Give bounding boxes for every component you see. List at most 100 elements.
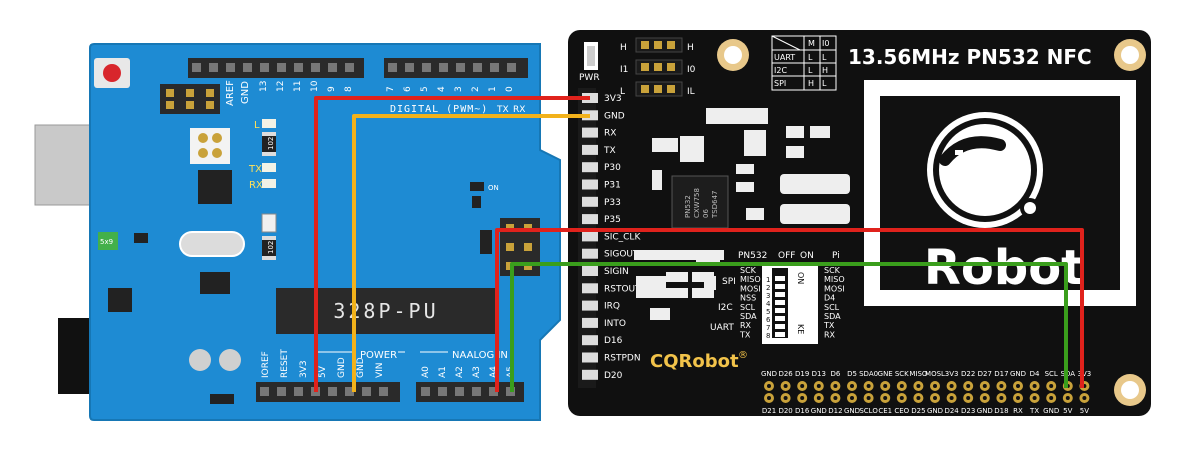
wire-3v3 (314, 96, 590, 392)
gpio-bottom-label: D18 (994, 407, 1008, 415)
gpio-bottom-label: GND (977, 407, 993, 415)
dip-number: 3 (766, 292, 770, 300)
dip-number: 6 (766, 316, 771, 324)
digital-pin-label: 3 (454, 86, 464, 92)
digital-pin-label: 10 (310, 80, 320, 92)
gpio-bottom-label: D12 (828, 407, 842, 415)
led-l (262, 119, 276, 128)
wire-sda (510, 262, 1068, 392)
wire-scl (495, 228, 1084, 392)
digital-pin-label: 5 (420, 86, 430, 92)
dip-toggle[interactable] (775, 324, 785, 329)
digital-pin-label: 12 (276, 81, 286, 92)
mid-left-pin-label: SDA (740, 312, 757, 321)
digital-pwm-label: DIGITAL (PWM~) (390, 104, 488, 115)
nfc-left-pin-label: D20 (604, 371, 623, 381)
jumper-pin (667, 41, 675, 49)
power-pin-label: 5V (318, 365, 328, 378)
dip-ke-label: KE (796, 324, 805, 334)
aref-label: AREF (225, 80, 236, 106)
gpio-bottom-label: D24 (944, 407, 959, 415)
capacitor-1 (189, 349, 211, 371)
nfc-left-pin (582, 369, 598, 380)
gpio-top-label: D27 (978, 370, 992, 378)
dip-toggle[interactable] (775, 292, 785, 297)
mode-table-cell: L (808, 66, 813, 75)
nfc-left-pin (582, 179, 598, 190)
nfc-left-pin-label: SIGOUT (604, 250, 639, 260)
mid-left-pin-label: MOSI (740, 284, 761, 293)
gpio-top-label: D19 (795, 370, 809, 378)
led-rx (262, 179, 276, 188)
dip-toggle[interactable] (775, 316, 785, 321)
gpio-bottom-label: D21 (762, 407, 776, 415)
header-hole (489, 387, 498, 396)
mode-table-cell: I2C (774, 66, 787, 75)
diode-2 (210, 394, 234, 404)
digital-pin-label: 2 (471, 86, 481, 92)
mid-left-pin-label: RX (740, 321, 752, 330)
gpio-bottom-label: GND (844, 407, 860, 415)
header-hole (473, 63, 482, 72)
dip-toggle[interactable] (775, 276, 785, 281)
digital-pin-label: 9 (327, 86, 337, 92)
regulator-2 (200, 272, 230, 294)
chip-marking: PN532 (684, 195, 692, 218)
mid-left-pin-label: SCK (740, 266, 757, 275)
gpio-bottom-label: GND (927, 407, 943, 415)
jumper-pin (667, 85, 675, 93)
chip-marking: TSD647 (711, 191, 719, 219)
switch-row-right-label: H (687, 43, 694, 53)
pi-label: Pi (832, 251, 840, 261)
dip-number: 2 (766, 284, 770, 292)
dip-number: 8 (766, 332, 770, 340)
nfc-left-pin (582, 196, 598, 207)
gpio-bottom-label: D16 (795, 407, 810, 415)
nfc-left-pin (582, 352, 598, 363)
led-on-label: ON (488, 184, 499, 192)
digital-pin-label: 1 (488, 86, 498, 92)
header-hole (379, 387, 388, 396)
gpio-bottom-label: D23 (961, 407, 975, 415)
nfc-left-pin (582, 144, 598, 155)
off-label: OFF (778, 251, 795, 261)
mode-table-cell: UART (774, 53, 795, 62)
nfc-left-pin-label: 3V3 (604, 94, 622, 104)
gpio-bottom-label: GND (1043, 407, 1059, 415)
nfc-left-pin-label: GND (604, 111, 625, 121)
voltage-regulator (108, 288, 132, 312)
mid-left-pin-label: SCL (740, 303, 756, 312)
dip-on-label: ON (796, 272, 805, 284)
dip-toggle[interactable] (775, 308, 785, 313)
mid-right-pin-label: SCL (824, 303, 840, 312)
mode-table-cell: L (822, 53, 827, 62)
dip-toggle[interactable] (775, 284, 785, 289)
dip-toggle[interactable] (775, 332, 785, 337)
header-hole (328, 63, 337, 72)
dip-toggle[interactable] (775, 300, 785, 305)
digital-pin-label: 0 (505, 86, 515, 92)
header-hole (294, 63, 303, 72)
chip-marking: 06 (702, 209, 710, 218)
nfc-left-pin-label: SIGIN (604, 267, 629, 277)
header-hole (507, 63, 516, 72)
power-pin-label: VIN (375, 362, 385, 378)
dip-number: 1 (766, 276, 770, 284)
analog-pin-label: A1 (438, 366, 448, 378)
gpio-bottom-label: D20 (778, 407, 792, 415)
mid-left-pin-label: NSS (740, 294, 756, 303)
mid-right-pin-label: SCK (824, 266, 841, 275)
pwr-label: PWR (579, 73, 600, 83)
mode-table-cell: L (808, 53, 813, 62)
small-chip (480, 230, 492, 254)
nfc-title: 13.56MHz PN532 NFC (848, 45, 1092, 69)
header-hole (490, 63, 499, 72)
gpio-top-label: 3V3 (945, 370, 959, 378)
led-l-label: L (254, 120, 260, 131)
digital-pin-label: 13 (259, 81, 269, 92)
switch-row-left-label: I1 (620, 65, 628, 75)
mid-right-pin-label: MOSI (824, 284, 845, 293)
led-on (470, 182, 484, 191)
atmega-chip (276, 288, 496, 334)
